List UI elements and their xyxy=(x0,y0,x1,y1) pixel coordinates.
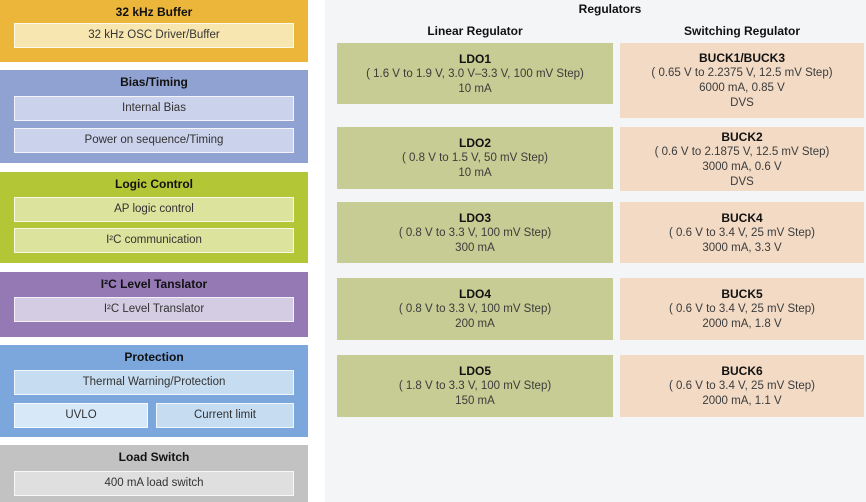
regulator-block-line: ( 0.8 V to 3.3 V, 100 mV Step) xyxy=(398,303,552,315)
block-item: UVLO xyxy=(14,403,148,428)
column-header-linear-regulator: Linear Regulator xyxy=(427,24,523,38)
block-title: 32 kHz Buffer xyxy=(115,5,193,19)
regulator-block-line: ( 0.6 V to 3.4 V, 25 mV Step) xyxy=(669,303,815,315)
regulator-block-line: 10 mA xyxy=(458,167,492,179)
regulator-block-buck2: BUCK2( 0.6 V to 2.1875 V, 12.5 mV Step) 3… xyxy=(620,127,864,191)
regulator-block-line: ( 1.6 V to 1.9 V, 3.0 V–3.3 V, 100 mV St… xyxy=(366,67,584,80)
regulator-block-line: 150 mA xyxy=(455,395,495,407)
block-item: I²C Level Translator xyxy=(14,297,294,322)
block-title: Logic Control xyxy=(115,177,193,191)
block-item: Power on sequence/Timing xyxy=(14,128,294,153)
block-item: Thermal Warning/Protection xyxy=(14,370,294,395)
block-title: Protection xyxy=(124,350,184,364)
regulator-block-title: BUCK4 xyxy=(721,210,763,225)
block-item: AP logic control xyxy=(14,197,294,222)
regulators-title: Regulators xyxy=(578,2,642,16)
regulator-block-buck6: BUCK6 ( 0.6 V to 3.4 V, 25 mV Step) 2000 m… xyxy=(620,355,864,417)
regulator-block-ldo2: LDO2 ( 0.8 V to 1.5 V, 50 mV Step) 10 mA xyxy=(337,127,613,189)
regulator-block-ldo1: LDO1( 1.6 V to 1.9 V, 3.0 V–3.3 V, 100 m… xyxy=(337,43,613,104)
regulator-block-line: 10 mA xyxy=(458,82,492,95)
regulator-block-title: BUCK5 xyxy=(721,287,763,301)
regulator-block-ldo4: LDO4 ( 0.8 V to 3.3 V, 100 mV Step) 200 mA xyxy=(337,278,613,340)
regulator-block-line: 6000 mA, 0.85 V xyxy=(699,82,785,94)
regulator-block-line: DVS xyxy=(730,97,754,109)
block-item: Internal Bias xyxy=(14,96,294,121)
functional-block-32khz-buffer: 32 kHz Buffer 32 kHz OSC Driver/Buffer xyxy=(0,0,308,62)
regulator-block-line: ( 0.6 V to 3.4 V, 25 mV Step) xyxy=(669,380,815,392)
regulator-block-title: BUCK2 xyxy=(721,129,763,144)
regulator-block-line: ( 0.8 V to 3.3 V, 100 mV Step) xyxy=(398,226,552,239)
regulator-block-ldo5: LDO5 ( 1.8 V to 3.3 V, 100 mV Step) 150 mA xyxy=(337,355,613,417)
regulator-block-line: 3000 mA, 3.3 V xyxy=(702,241,782,254)
regulator-block-title: BUCK6 xyxy=(721,364,763,378)
regulator-block-buck1-buck3: BUCK1/BUCK3 ( 0.65 V to 2.2375 V, 12.5 mV… xyxy=(620,43,864,118)
regulator-block-line: 300 mA xyxy=(455,241,495,254)
block-title: Load Switch xyxy=(118,450,190,464)
regulator-block-line: ( 0.6 V to 3.4 V, 25 mV Step) xyxy=(669,226,815,239)
regulator-block-line: DVS xyxy=(730,175,754,188)
regulator-block-line: ( 1.8 V to 3.3 V, 100 mV Step) xyxy=(398,380,552,392)
block-item: I²C communication xyxy=(14,228,294,253)
regulator-block-buck4: BUCK4( 0.6 V to 3.4 V, 25 mV Step) 3000 m… xyxy=(620,202,864,263)
regulator-block-line: 2000 mA, 1.1 V xyxy=(702,395,782,407)
block-title: Bias/Timing xyxy=(120,75,188,89)
regulator-block-line: ( 0.6 V to 2.1875 V, 12.5 mV Step) xyxy=(654,145,830,158)
regulator-block-title: LDO4 xyxy=(458,287,491,301)
regulator-block-line: 3000 mA, 0.6 V xyxy=(702,160,782,173)
block-title: I²C Level Tanslator xyxy=(100,277,208,291)
regulator-block-title: LDO2 xyxy=(458,136,491,150)
column-header-switching-regulator: Switching Regulator xyxy=(683,24,800,38)
regulator-block-line: 200 mA xyxy=(455,318,495,330)
block-item: 32 kHz OSC Driver/Buffer xyxy=(14,23,294,48)
regulator-block-ldo3: LDO3( 0.8 V to 3.3 V, 100 mV Step) 300 mA xyxy=(337,202,613,263)
regulator-block-title: LDO1 xyxy=(458,51,491,66)
regulator-block-line: 2000 mA, 1.8 V xyxy=(702,318,782,330)
regulator-block-line: ( 0.65 V to 2.2375 V, 12.5 mV Step) xyxy=(651,67,833,79)
functional-block-load-switch: Load Switch 400 mA load switch xyxy=(0,445,308,502)
regulator-block-title: LDO3 xyxy=(458,210,491,225)
regulator-block-title: BUCK1/BUCK3 xyxy=(698,51,785,65)
regulator-block-title: LDO5 xyxy=(458,364,491,378)
regulator-block-line: ( 0.8 V to 1.5 V, 50 mV Step) xyxy=(402,152,548,164)
block-item: Current limit xyxy=(156,403,294,428)
block-item: 400 mA load switch xyxy=(14,471,294,496)
regulator-block-buck5: BUCK5 ( 0.6 V to 3.4 V, 25 mV Step) 2000 m… xyxy=(620,278,864,340)
